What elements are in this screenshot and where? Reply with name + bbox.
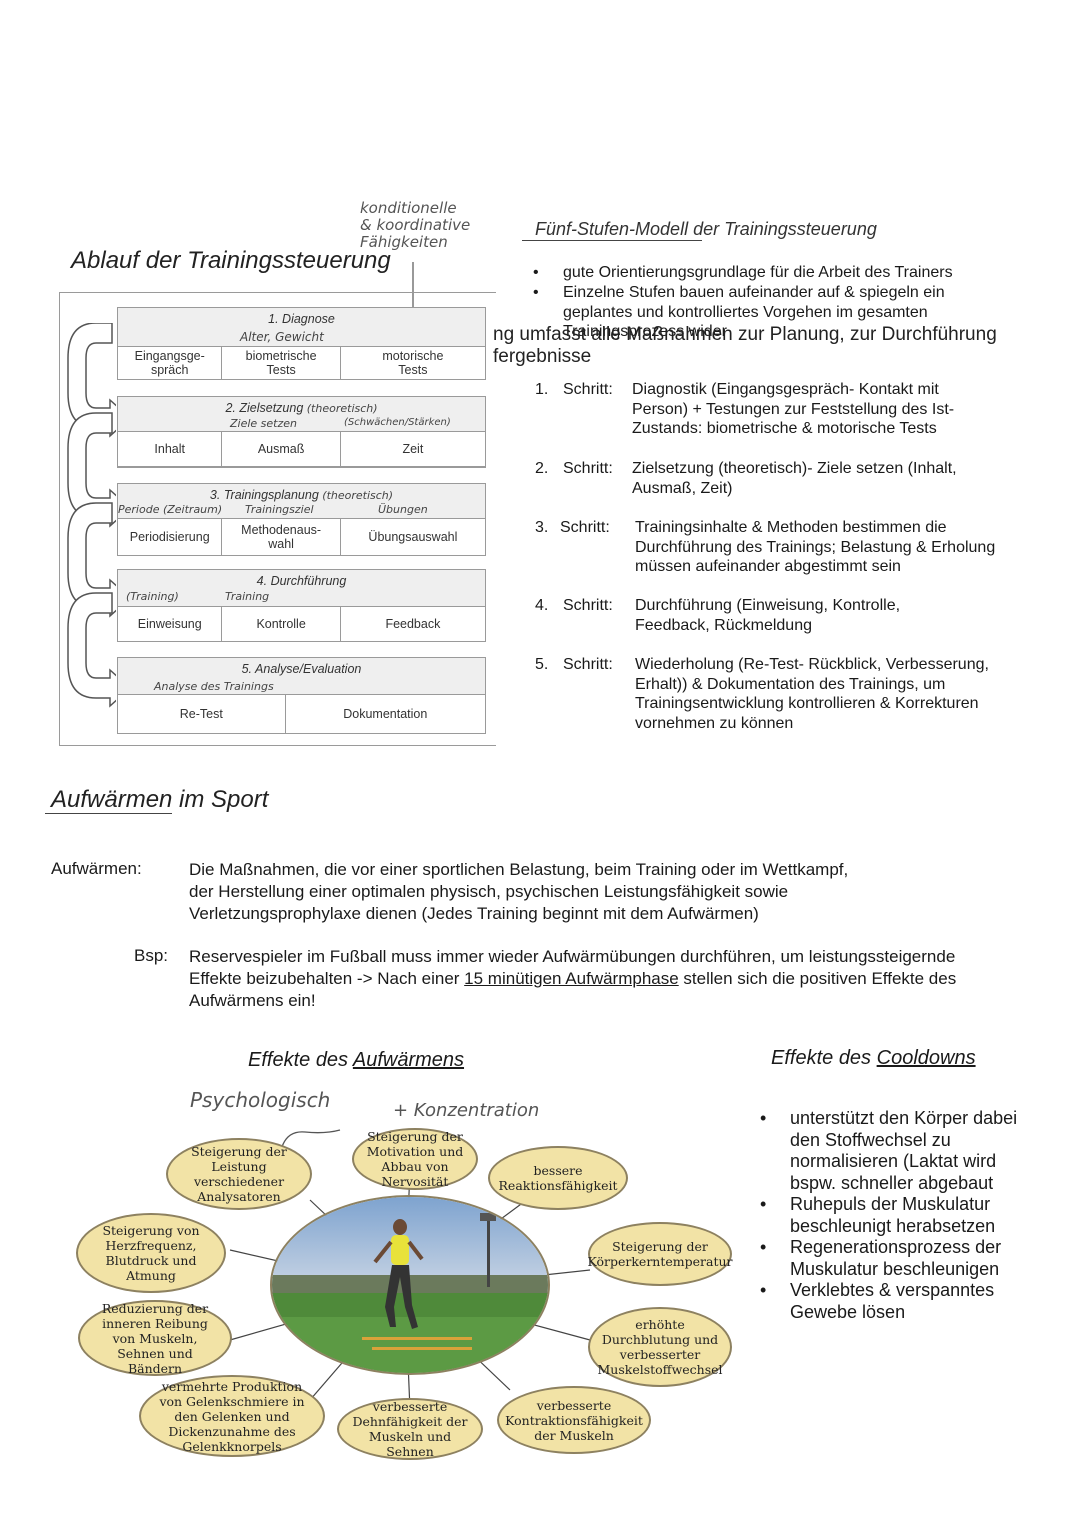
handnote: Analyse des Trainings	[154, 680, 274, 693]
title-underline	[45, 813, 172, 814]
cell: biometrische Tests	[222, 347, 340, 379]
step-number: 2.	[535, 459, 548, 479]
cell: Kontrolle	[222, 607, 340, 641]
cell: Inhalt	[118, 432, 222, 466]
warmup-effects-title: Effekte des Aufwärmens	[248, 1049, 464, 1072]
step-text: Diagnostik (Eingangsgespräch- Kontakt mi…	[632, 380, 992, 439]
cell: motorische Tests	[341, 347, 485, 379]
bullet-dot: •	[760, 1280, 766, 1302]
step-label: Schritt:	[563, 596, 613, 616]
step-label: Schritt:	[563, 380, 613, 400]
example-text: Reservespieler im Fußball muss immer wie…	[189, 946, 956, 1012]
step-number: 3.	[535, 518, 548, 538]
cell: Übungsauswahl	[341, 519, 485, 555]
handnote: Periode (Zeitraum)	[118, 503, 222, 516]
cell: Einweisung	[118, 607, 222, 641]
bullet-dot: •	[760, 1194, 766, 1216]
step-label: Schritt:	[563, 655, 613, 675]
warmup-photo	[270, 1195, 550, 1375]
definition-text: Die Maßnahmen, die vor einer sportlichen…	[189, 859, 848, 925]
cell: Feedback	[341, 607, 485, 641]
left-title: Ablauf der Trainingssteuerung	[71, 247, 391, 275]
model-title: Fünf-Stufen-Modell der Trainingssteuerun…	[535, 219, 877, 240]
cycle-arrows-icon	[64, 323, 116, 723]
handnote: (Training)	[126, 590, 179, 603]
warmup-section-title: Aufwärmen im Sport	[51, 786, 268, 814]
handnote-konz: + Konzentration	[393, 1100, 539, 1121]
cell: Zeit	[341, 432, 485, 466]
step-text: Wiederholung (Re-Test- Rückblick, Verbes…	[635, 655, 995, 733]
effect-oval: Steigerung der Leistung verschiedener An…	[166, 1138, 312, 1210]
stage-cells: Eingangsge- spräch biometrische Tests mo…	[117, 346, 486, 380]
bullet-text: gute Orientierungsgrundlage für die Arbe…	[563, 263, 993, 283]
handnote: Alter, Gewicht	[240, 330, 324, 344]
cell: Re-Test	[118, 695, 286, 733]
effect-oval: Steigerung der Motivation und Abbau von …	[352, 1128, 478, 1190]
cooldown-bullet: Ruhepuls der Muskulatur beschleunigt her…	[790, 1194, 1020, 1237]
effect-oval: Reduzierung der inneren Reibung von Musk…	[78, 1300, 232, 1376]
cooldown-bullet: Verklebtes & verspanntes Gewebe lösen	[790, 1280, 1020, 1323]
step-text: Durchführung (Einweisung, Kontrolle, Fee…	[635, 596, 965, 635]
stage-cells: Periodisierung Methodenaus- wahl Übungsa…	[117, 518, 486, 556]
handnote-psych: Psychologisch	[190, 1088, 330, 1112]
effect-oval: vermehrte Produktion von Gelenkschmiere …	[139, 1375, 325, 1457]
bullet-dot: •	[760, 1108, 766, 1130]
example-label: Bsp:	[134, 946, 168, 966]
handnote: Training	[225, 590, 269, 603]
handwritten-note-top: konditionelle & koordinative Fähigkeiten	[360, 200, 470, 251]
training-control-diagram: 1. Diagnose Alter, Gewicht Eingangsge- s…	[59, 292, 496, 746]
effect-oval: bessere Reaktionsfähigkeit	[488, 1146, 628, 1210]
step-number: 4.	[535, 596, 548, 616]
cooldown-bullet: Regenerationsprozess der Muskulatur besc…	[790, 1237, 1030, 1280]
overlap-text-1: ng umfasst alle Maßnahmen zur Planung, z…	[493, 324, 997, 346]
step-text: Zielsetzung (theoretisch)- Ziele setzen …	[632, 459, 992, 498]
overlap-text-2: fergebnisse	[493, 346, 591, 368]
cooldown-effects-title: Effekte des Cooldowns	[771, 1047, 976, 1070]
stage-cells: Re-Test Dokumentation	[117, 694, 486, 734]
bullet-dot: •	[760, 1237, 766, 1259]
effect-oval: Steigerung der Körperkerntemperatur	[588, 1222, 732, 1286]
step-label: Schritt:	[563, 459, 613, 479]
effect-oval: verbesserte Dehnfähigkeit der Muskeln un…	[337, 1398, 483, 1460]
stage-cells: Einweisung Kontrolle Feedback	[117, 606, 486, 642]
handnote: Übungen	[378, 503, 428, 516]
cell: Eingangsge- spräch	[118, 347, 222, 379]
effect-oval: verbesserte Kontraktionsfähigkeit der Mu…	[497, 1386, 651, 1454]
cooldown-bullet: unterstützt den Körper dabei den Stoffwe…	[790, 1108, 1040, 1194]
bullet-dot: •	[533, 263, 539, 283]
cell: Dokumentation	[286, 695, 485, 733]
handnote: Ziele setzen	[230, 417, 297, 430]
bullet-dot: •	[533, 283, 539, 303]
step-number: 5.	[535, 655, 548, 675]
handnote: (Schwächen/Stärken)	[344, 417, 451, 428]
stage-cells: Inhalt Ausmaß Zeit	[117, 431, 486, 467]
effect-oval: erhöhte Durchblutung und verbesserter Mu…	[588, 1307, 732, 1387]
handnote: Trainingsziel	[245, 503, 314, 516]
cell: Ausmaß	[222, 432, 340, 466]
title-underline	[522, 240, 702, 241]
effect-oval: Steigerung von Herzfrequenz, Blutdruck u…	[76, 1213, 226, 1293]
cell: Periodisierung	[118, 519, 222, 555]
step-text: Trainingsinhalte & Methoden bestimmen di…	[635, 518, 1005, 577]
step-label: Schritt:	[560, 518, 610, 538]
step-number: 1.	[535, 380, 548, 400]
cell: Methodenaus- wahl	[222, 519, 340, 555]
definition-label: Aufwärmen:	[51, 859, 142, 879]
